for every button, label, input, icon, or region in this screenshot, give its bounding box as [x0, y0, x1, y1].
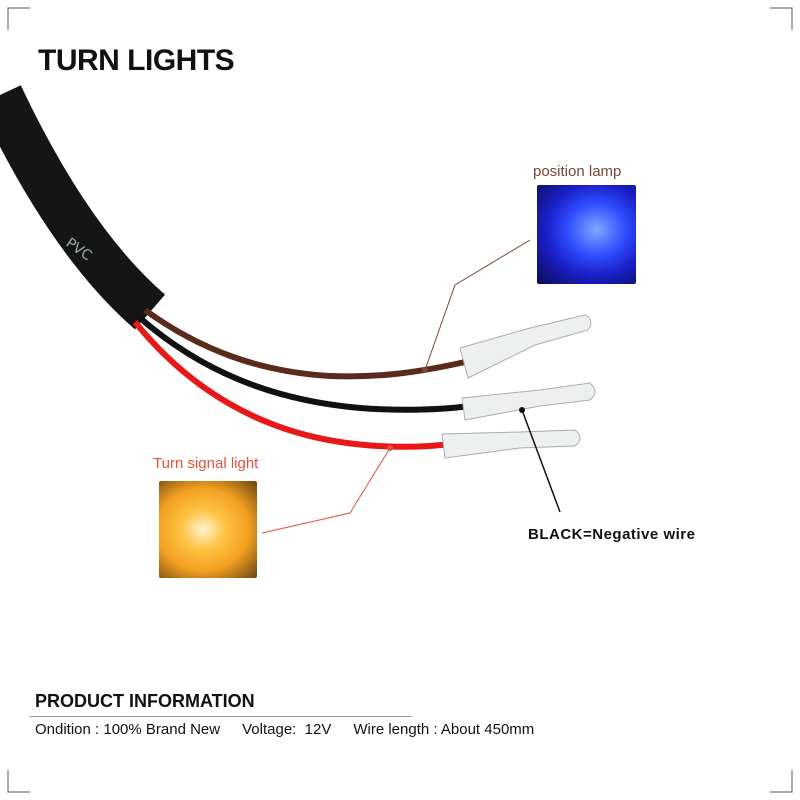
voltage-text: Voltage: 12V — [242, 721, 332, 738]
condition-text: Ondition : 100% Brand New — [35, 721, 221, 738]
red-wire — [132, 320, 451, 450]
position-lamp-label: position lamp — [533, 163, 622, 180]
product-info-heading: PRODUCT INFORMATION — [35, 691, 255, 711]
black-wire-label: BLACK=Negative wire — [528, 526, 696, 543]
product-info-row: Ondition : 100% Brand New Voltage: 12V W… — [35, 721, 534, 738]
corner-marks — [7, 7, 793, 793]
wire-length-text: Wire length : About 450mm — [353, 721, 535, 738]
position-lamp-photo — [537, 185, 636, 284]
turn-signal-photo — [159, 481, 257, 578]
turn-signal-label: Turn signal light — [153, 455, 259, 472]
connectors — [441, 314, 596, 459]
page-title: TURN LIGHTS — [38, 44, 235, 77]
brown-wire — [143, 307, 466, 380]
cable-sheath — [0, 85, 166, 330]
black-wire — [138, 315, 471, 413]
divider — [30, 716, 412, 717]
